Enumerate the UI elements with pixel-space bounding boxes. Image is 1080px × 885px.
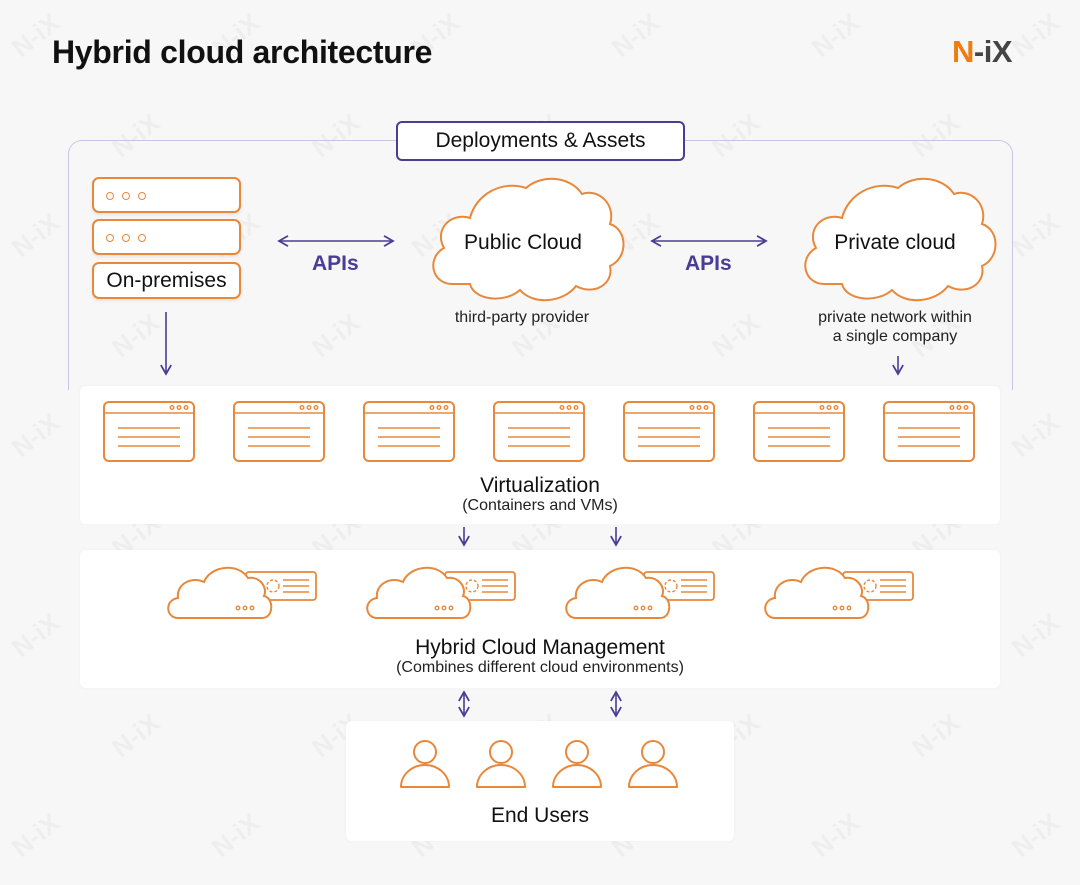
private-cloud-caption: private network within a single company — [790, 308, 1000, 346]
on-premises-label: On-premises — [92, 262, 241, 299]
logo-rest: -iX — [973, 34, 1013, 69]
public-cloud-icon — [432, 177, 625, 302]
user-icon — [552, 740, 602, 788]
management-title: Hybrid Cloud Management — [415, 636, 665, 659]
management-clouds — [167, 566, 914, 619]
private-cloud-caption-line1: private network within — [818, 309, 972, 326]
vm-window-icon — [103, 401, 195, 462]
end-users-panel: End Users — [346, 721, 734, 841]
api-label-right: APIs — [685, 252, 732, 275]
logo-accent: N — [952, 34, 974, 69]
public-cloud-caption: third-party provider — [454, 309, 590, 326]
vm-window-icon — [883, 401, 975, 462]
end-user-icons — [400, 740, 678, 788]
vm-window-icon — [363, 401, 455, 462]
server-rack-icon — [92, 219, 241, 255]
virtualization-title: Virtualization — [480, 474, 600, 497]
user-icon — [476, 740, 526, 788]
user-icon — [400, 740, 450, 788]
virtualization-panel: Virtualization (Containers and VMs) — [80, 386, 1000, 524]
management-subtitle: (Combines different cloud environments) — [396, 659, 684, 676]
managed-cloud-icon — [366, 566, 516, 619]
public-cloud-label: Public Cloud — [464, 231, 582, 254]
private-cloud-icon — [804, 177, 997, 302]
page-title: Hybrid cloud architecture — [52, 34, 433, 70]
private-cloud-caption-line2: a single company — [832, 328, 958, 345]
managed-cloud-icon — [764, 566, 914, 619]
server-rack-icon — [92, 177, 241, 213]
virtualization-windows — [103, 401, 975, 462]
user-icon — [628, 740, 678, 788]
api-label-left: APIs — [312, 252, 359, 275]
vm-window-icon — [493, 401, 585, 462]
private-cloud-label: Private cloud — [834, 231, 956, 254]
vm-window-icon — [753, 401, 845, 462]
vm-window-icon — [233, 401, 325, 462]
deployments-label: Deployments & Assets — [396, 121, 685, 161]
vm-window-icon — [623, 401, 715, 462]
management-panel: Hybrid Cloud Management (Combines differ… — [80, 550, 1000, 688]
end-users-title: End Users — [490, 804, 590, 827]
virtualization-subtitle: (Containers and VMs) — [462, 497, 618, 514]
managed-cloud-icon — [167, 566, 317, 619]
managed-cloud-icon — [565, 566, 715, 619]
n-ix-logo: N-iX — [952, 34, 1013, 70]
